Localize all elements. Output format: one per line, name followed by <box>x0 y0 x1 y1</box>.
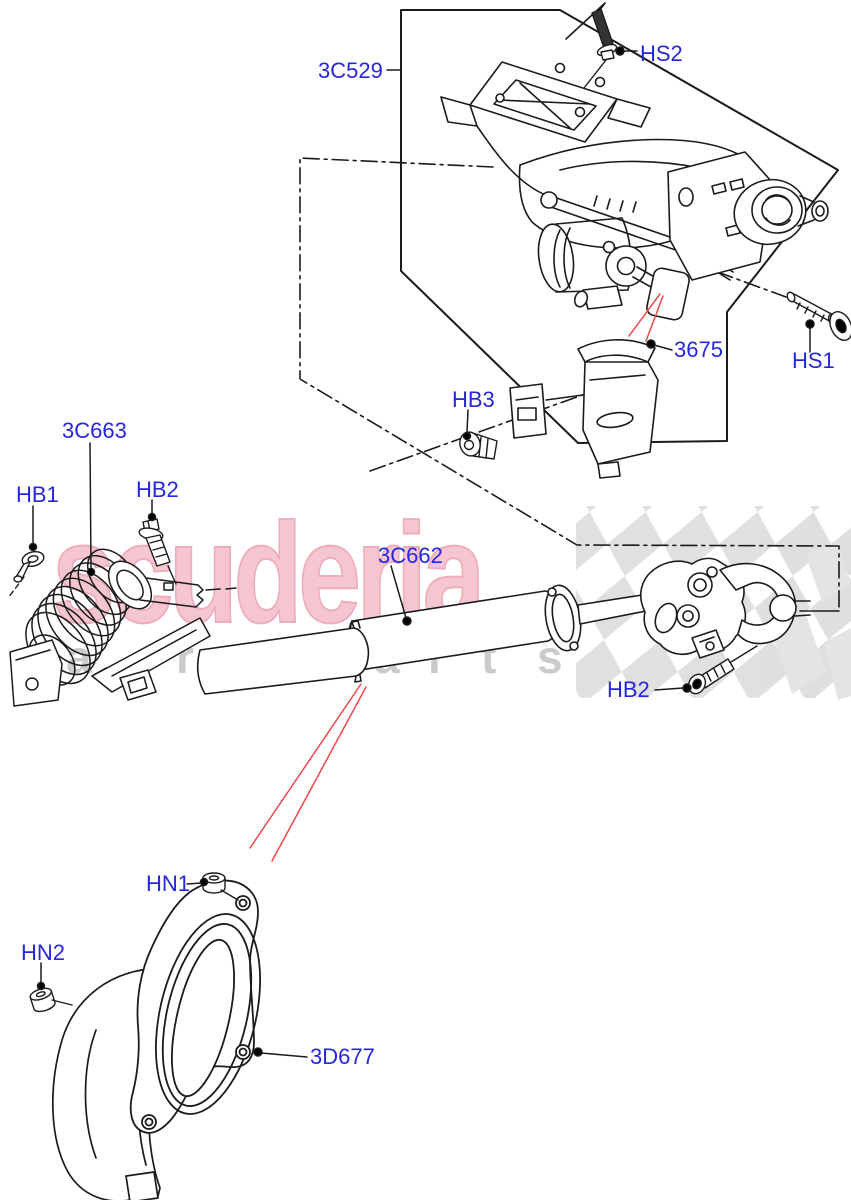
nut-hn1 <box>202 872 239 901</box>
steering-column-assembly <box>440 2 829 321</box>
part-labels: 3C529 HS2 HS1 3675 HB3 3C663 HB1 HB2 3C6… <box>16 41 835 1069</box>
part-label-hb2-right[interactable]: HB2 <box>607 677 650 702</box>
part-label-3c662[interactable]: 3C662 <box>378 543 443 568</box>
bolt-hb2-left <box>138 518 177 585</box>
part-label-hb1[interactable]: HB1 <box>16 482 59 507</box>
part-label-3c663[interactable]: 3C663 <box>62 418 127 443</box>
boot-3c663 <box>9 548 237 707</box>
universal-joint <box>639 557 811 659</box>
part-label-hn2[interactable]: HN2 <box>21 940 65 965</box>
part-label-hn1[interactable]: HN1 <box>146 871 190 896</box>
part-label-hs2[interactable]: HS2 <box>640 41 683 66</box>
centerline-dashdot <box>299 157 840 612</box>
seal-cover-3d677 <box>129 879 261 1134</box>
bolt-hb2-right <box>687 645 758 695</box>
part-label-3675[interactable]: 3675 <box>674 337 723 362</box>
part-label-hs1[interactable]: HS1 <box>792 348 835 373</box>
hn2-stud-line <box>51 999 73 1006</box>
red-pointer-lines <box>249 293 664 862</box>
intermediate-shaft-3c662 <box>196 584 703 695</box>
part-label-hb2-left[interactable]: HB2 <box>136 477 179 502</box>
nut-hn2 <box>29 987 56 1013</box>
part-label-3c529[interactable]: 3C529 <box>318 58 383 83</box>
column-lock-actuator-3675 <box>509 339 659 479</box>
rivet-hb1 <box>7 550 45 599</box>
bolt-hs2 <box>583 8 618 89</box>
bolt-hs1 <box>786 291 851 341</box>
part-label-3d677[interactable]: 3D677 <box>310 1044 375 1069</box>
leader-lines <box>28 46 815 1058</box>
part-label-hb3[interactable]: HB3 <box>452 387 495 412</box>
